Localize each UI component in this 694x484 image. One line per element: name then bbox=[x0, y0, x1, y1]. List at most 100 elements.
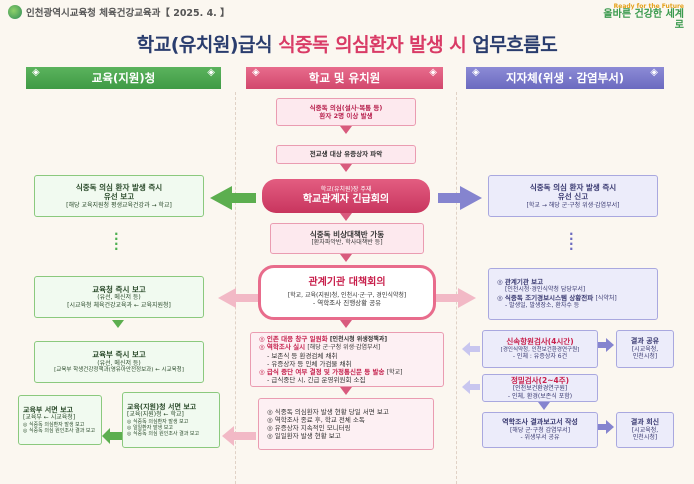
step-line: - 역학조사 진행상황 공유 bbox=[312, 299, 382, 308]
box-line: - 발생일, 발생장소, 환자수 등 bbox=[505, 302, 580, 310]
action-sub: [학교] bbox=[386, 368, 403, 376]
office-logo-icon bbox=[8, 5, 22, 19]
followup-line: ◎ 유증상자 지속적인 모니터링 bbox=[267, 424, 351, 432]
continuation-dots: ···· bbox=[569, 227, 574, 256]
header-org-text: 인천광역시교육청 체육건강교육과【 2025. 4. 】 bbox=[26, 8, 230, 19]
title-part1: 학교(유치원)급식 bbox=[136, 34, 279, 56]
left-arrow-icon bbox=[210, 186, 256, 210]
result-reply: 결과 회신 [시교육청, 인천시청] bbox=[616, 412, 674, 448]
step-emergency-team: 식중독 비상대책반 가동 [환자파악반, 학사대책반 등] bbox=[270, 223, 424, 254]
center-column-bg bbox=[235, 92, 457, 484]
step-line: 환자 2명 이상 발생 bbox=[319, 112, 373, 120]
box-line: 교육청 즉시 보고 bbox=[92, 284, 146, 294]
rapid-antigen-test: 신속항원검사(4시간) [경인식약청, 인천보건환경연구원] - 인체 : 유증… bbox=[482, 330, 598, 368]
box-line: ◎ 식중독 의심 원인조사 결과 보고 bbox=[23, 428, 96, 435]
box-line: 결과 공유 bbox=[630, 337, 660, 346]
diamond-icon: ◈ bbox=[429, 67, 437, 78]
box-line: ◎ 식중독 조기경보시스템 상황전파 bbox=[497, 293, 594, 302]
box-line: - 인체 : 유증상자 6건 bbox=[512, 353, 568, 361]
title-part2: 식중독 의심환자 발생 시 bbox=[278, 34, 467, 56]
page-title: 학교(유치원)급식 식중독 의심환자 발생 시 업무흐름도 bbox=[0, 30, 694, 57]
down-arrow-icon bbox=[340, 213, 352, 221]
down-arrow-icon bbox=[340, 164, 352, 172]
followup-line: ◎ 식중독 의심환자 발생 현황 당일 서면 보고 bbox=[267, 407, 389, 416]
column-header-school: ◈ 학교 및 유치원 ◈ bbox=[246, 67, 443, 89]
action-sub: [인천시청 위생정책과] bbox=[329, 335, 388, 343]
ministry-written-report: 교육부 서면 보고 [교육부 ← 시교육청] ◎ 식중독 의심환자 발생 보고 … bbox=[18, 395, 102, 445]
box-line: ◎ 일일환자 발생 보고 bbox=[127, 425, 173, 431]
epidemiology-report: 역학조사 결과보고서 작성 [해당 군·구청 감염부서] - 위생부서 공유 bbox=[482, 412, 598, 448]
result-sharing: 결과 공유 [시교육청, 인천시청] bbox=[616, 330, 674, 368]
diamond-icon: ◈ bbox=[32, 67, 40, 78]
column-header-education: ◈ 교육(지원)청 ◈ bbox=[26, 67, 221, 89]
box-line: [시교육청, bbox=[631, 345, 659, 353]
step-response-actions: ◎ 인존 대응 창구 일원화 [인천시청 위생정책과] ◎ 역학조사 실시 [해… bbox=[250, 332, 444, 387]
step-line: 학교관계자 긴급회의 bbox=[302, 193, 390, 205]
step-line: [학교, 교육(지원)청, 인천시·군·구, 경인식약청] bbox=[287, 291, 407, 299]
down-arrow-icon bbox=[112, 320, 124, 328]
down-arrow-icon bbox=[340, 387, 352, 395]
action-sub: [해당 군·구청 위생·감염부서] bbox=[307, 344, 381, 352]
box-line: 교육부 즉시 보고 bbox=[92, 350, 146, 360]
box-line: [교육부 ← 시교육청] bbox=[23, 414, 76, 422]
followup-line: ◎ 역학조사 종료 후, 학교 전체 소독 bbox=[267, 415, 365, 424]
continuation-dots: ···· bbox=[114, 227, 119, 256]
right-arrow-icon bbox=[598, 420, 614, 434]
box-line: [해당 군·구청 감염부서] bbox=[509, 426, 571, 434]
box-line: 식중독 의심 환자 발생 즉시 bbox=[75, 182, 163, 192]
edu-immediate-phone-report: 식중독 의심 환자 발생 즉시 유선 보고 [해당 교육지원청 평생교육건강과 … bbox=[34, 175, 204, 217]
diamond-icon: ◈ bbox=[650, 67, 658, 78]
step-agency-meeting: 관계기관 대책회의 [학교, 교육(지원)청, 인천시·군·구, 경인식약청] … bbox=[258, 265, 436, 320]
gov-immediate-report: 식중독 의심 환자 발생 즉시 유선 신고 [학교 → 해당 군·구청 위생·감… bbox=[488, 175, 658, 217]
box-line: 유선 보고 bbox=[103, 192, 135, 202]
left-arrow-icon bbox=[222, 426, 256, 446]
column-header-local-gov-label: 지자체(위생 · 감염부서) bbox=[505, 71, 625, 85]
ministry-report: 교육부 즉시 보고 (유선, 메신저 등) [교육부 학생건강정책과(영유아안전… bbox=[34, 341, 204, 383]
box-line: [해당 교육지원청 평생교육건강과 → 학교] bbox=[66, 201, 172, 209]
box-line: (유선, 메신저 등) bbox=[97, 359, 141, 367]
box-line: (유선, 메신저 등) bbox=[97, 294, 141, 302]
action-line: ◎ 역학조사 실시 bbox=[259, 343, 306, 352]
box-line: [인천보건환경연구원] bbox=[512, 385, 568, 393]
action-line: - 급식중단 시, 긴급 운영위원회 소집 bbox=[267, 376, 366, 385]
box-line: 식중독 의심 환자 발생 즉시 bbox=[529, 182, 617, 192]
box-line: - 인체, 환경(보존식 포함) bbox=[507, 392, 573, 400]
left-arrow-icon bbox=[102, 428, 122, 444]
box-line: 유선 신고 bbox=[557, 192, 589, 202]
box-line: 인천시청] bbox=[632, 434, 658, 442]
box-line: 신속항원검사(4시간) bbox=[506, 337, 574, 347]
step-line: 식중독 비상대책반 가동 bbox=[309, 230, 385, 240]
step-line: 전교생 대상 유증상자 파악 bbox=[309, 150, 383, 159]
box-line: [식약처] bbox=[595, 294, 617, 302]
box-line: [시교육청, bbox=[631, 426, 659, 434]
down-arrow-icon bbox=[538, 402, 550, 410]
step-line: 식중독 의심(설사·복통 등) bbox=[309, 103, 383, 112]
box-line: [학교 → 해당 군·구청 위생·감염부서] bbox=[526, 201, 620, 209]
box-line: ◎ 식중독 의심 원인조사 결과 보고 bbox=[127, 431, 200, 438]
step-identify-symptomatic: 전교생 대상 유증상자 파악 bbox=[276, 145, 416, 164]
box-line: - 위생부서 공유 bbox=[520, 434, 560, 442]
box-line: [시교육청 체육건강교육과 ← 교육지원청] bbox=[67, 301, 171, 309]
box-line: [교육(지원)청 ← 학교] bbox=[127, 411, 184, 419]
step-followup-reports: ◎ 식중독 의심환자 발생 현황 당일 서면 보고 ◎ 역학조사 종료 후, 학… bbox=[258, 398, 434, 450]
right-arrow-icon bbox=[598, 338, 614, 352]
step-line: [환자파악반, 학사대책반 등] bbox=[311, 239, 383, 247]
action-line: - 보존식 등 환경검체 채취 bbox=[267, 351, 338, 360]
box-line: 결과 회신 bbox=[630, 418, 660, 427]
diamond-icon: ◈ bbox=[252, 67, 260, 78]
box-line: 역학조사 결과보고서 작성 bbox=[502, 418, 578, 427]
down-arrow-icon bbox=[340, 126, 352, 134]
left-double-arrow-icon bbox=[218, 288, 258, 308]
box-line: ◎ 식중독 의심환자 발생 보고 bbox=[127, 418, 189, 425]
box-line: 교육(지원)청 서면 보고 bbox=[127, 402, 197, 411]
box-line: ◎ 관계기관 보고 bbox=[497, 278, 544, 287]
detailed-test: 정밀검사(2~4주) [인천보건환경연구원] - 인체, 환경(보존식 포함) bbox=[482, 374, 598, 402]
step-emergency-meeting: 학교(유치원)장 주재 학교관계자 긴급회의 bbox=[262, 179, 430, 213]
right-double-arrow-icon bbox=[436, 288, 476, 308]
box-line: [교육부 학생건강정책과(영유아안전정보과) ← 시교육청] bbox=[54, 367, 184, 373]
followup-line: ◎ 일일환자 발생 현황 보고 bbox=[267, 432, 341, 441]
box-line: 인천시청] bbox=[632, 353, 658, 361]
box-line: [인천시청·경인식약청 담당부서] bbox=[505, 286, 586, 294]
edu-office-written-report: 교육(지원)청 서면 보고 [교육(지원)청 ← 학교] ◎ 식중독 의심환자 … bbox=[122, 392, 220, 448]
